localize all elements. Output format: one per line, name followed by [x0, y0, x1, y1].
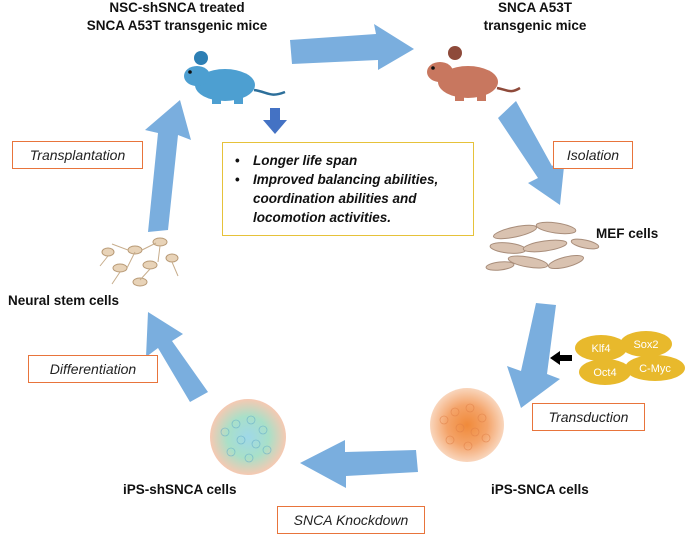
outcome-box: Longer life span Improved balancing abil… — [222, 142, 474, 236]
factor-cmyc-ellipse — [625, 355, 685, 381]
factor-oct4-ellipse — [579, 359, 631, 385]
label-ips-snca: iPS-SNCA cells — [491, 482, 589, 497]
factor-sox2: Sox2 — [633, 339, 658, 351]
arrow-to-ips-snca — [507, 303, 560, 408]
step-differentiation: Differentiation — [28, 355, 158, 383]
arrow-to-mef — [498, 101, 565, 205]
outcome-item: Longer life span — [233, 151, 467, 170]
label-treated-mice-line1: NSC-shSNCA treated — [109, 0, 245, 15]
step-transduction: Transduction — [532, 403, 645, 431]
step-transplantation: Transplantation — [12, 141, 143, 169]
transgenic-mouse-icon — [427, 46, 521, 101]
ips-snca-colony — [430, 388, 504, 462]
label-treated-mice-line2: SNCA A53T transgenic mice — [86, 18, 268, 33]
treated-mouse-icon — [184, 51, 286, 104]
arrow-to-treated — [145, 100, 191, 232]
label-mef-cells: MEF cells — [596, 226, 659, 241]
outcome-arrow — [263, 108, 287, 134]
factor-klf4: Klf4 — [592, 343, 611, 355]
factor-klf4-ellipse — [575, 335, 627, 361]
cycle-arrows — [145, 24, 565, 488]
neural-stem-cells-image — [99, 237, 179, 287]
reprogramming-factors: Klf4 Sox2 Oct4 C-Myc — [550, 331, 685, 385]
step-snca-knockdown: SNCA Knockdown — [277, 506, 425, 534]
arrow-to-neural — [146, 312, 208, 402]
outcome-item: Improved balancing abilities, coordinati… — [233, 170, 467, 227]
factor-sox2-ellipse — [620, 331, 672, 357]
outcome-list: Longer life span Improved balancing abil… — [233, 151, 467, 227]
arrow-to-ips-shsnca — [300, 440, 418, 488]
label-transgenic-mice: SNCA A53T transgenic mice — [470, 0, 600, 35]
label-ips-shsnca: iPS-shSNCA cells — [123, 482, 237, 497]
step-isolation: Isolation — [553, 141, 633, 169]
arrow-to-transgenic — [290, 24, 414, 70]
label-neural-stem-cells: Neural stem cells — [8, 293, 120, 308]
label-treated-mice: NSC-shSNCA treated SNCA A53T transgenic … — [72, 0, 282, 35]
factor-arrow — [550, 351, 572, 365]
mef-cells-image — [485, 221, 600, 271]
label-transgenic-mice-line2: transgenic mice — [483, 18, 587, 33]
label-transgenic-mice-line1: SNCA A53T — [497, 0, 572, 15]
ips-shsnca-colony — [210, 399, 286, 475]
factor-oct4: Oct4 — [593, 367, 616, 379]
factor-cmyc: C-Myc — [639, 363, 671, 375]
